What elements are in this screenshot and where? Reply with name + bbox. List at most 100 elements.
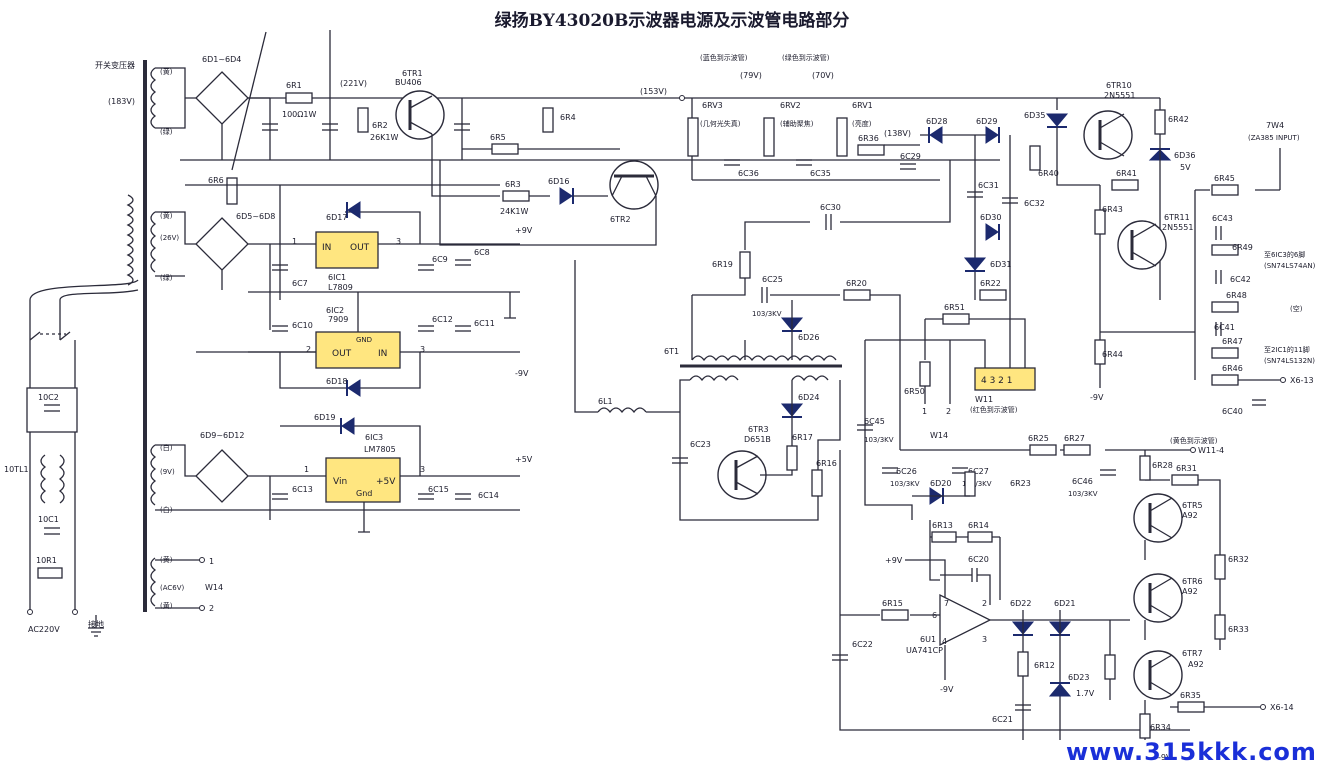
label-minus-9v-a: -9V xyxy=(515,369,529,378)
label-138v: (138V) xyxy=(884,129,911,138)
regulators-9v: IN OUT 1 3 6IC1 L7809 6D17 6C7 6C9 6C8 +… xyxy=(185,184,533,397)
label-6D36: 6D36 xyxy=(1174,151,1195,160)
tap-yellow-1: (黄) xyxy=(160,67,173,76)
label-6R5: 6R5 xyxy=(490,133,506,142)
w14-pin-1: 1 xyxy=(922,407,927,416)
label-6RV2: 6RV2 xyxy=(780,101,801,110)
resistor-6R20 xyxy=(843,289,871,301)
w11-pin-labels: 4 3 2 1 xyxy=(981,376,1013,386)
label-w14-left: W14 xyxy=(205,583,223,592)
resistor-6R41 xyxy=(1111,179,1139,191)
label-103-3kv-d: 103/3KV xyxy=(962,480,992,488)
label-103-3kv-b: 103/3KV xyxy=(864,436,894,444)
label-ac220v: AC220V xyxy=(28,625,60,634)
label-6C32: 6C32 xyxy=(1024,199,1045,208)
label-6R34: 6R34 xyxy=(1150,723,1171,732)
resistor-6R32 xyxy=(1214,554,1226,580)
resistor-6R33 xyxy=(1214,614,1226,640)
switching-transformer: 开关变压器 (183V) (黄) (绿) (黄) (26V) (绿) (白) (… xyxy=(95,60,223,613)
label-6R49: 6R49 xyxy=(1232,243,1253,252)
label-6TR11: 6TR11 xyxy=(1164,213,1190,222)
label-6R51: 6R51 xyxy=(944,303,965,312)
label-x6-13: X6-13 xyxy=(1290,376,1314,385)
label-A92-a: A92 xyxy=(1182,511,1198,520)
diode-6D19 xyxy=(341,417,355,435)
label-brightness: (亮度) xyxy=(852,119,872,128)
label-plus-5v: +5V xyxy=(515,455,533,464)
ic2-pin2: 2 xyxy=(306,345,311,354)
label-sn74ls132n: (SN74LS132N) xyxy=(1264,357,1315,365)
resistor-6R10 xyxy=(1104,654,1116,680)
resistor-6R47 xyxy=(1211,347,1239,359)
diode-6D23 xyxy=(1048,683,1072,697)
ic-6IC1-L7809 xyxy=(315,231,379,269)
label-6C21: 6C21 xyxy=(992,715,1013,724)
label-w11-4: W11-4 xyxy=(1198,446,1224,455)
label-7909: 7909 xyxy=(328,315,348,324)
resistor-6R2 xyxy=(357,107,369,133)
resistor-6R42 xyxy=(1154,109,1166,135)
label-183v: (183V) xyxy=(108,97,135,106)
resistor-6R40 xyxy=(1029,145,1041,171)
label-D651B: D651B xyxy=(744,435,771,444)
transformer-6T1: 6T1 6L1 6C23 6TR3 D651B 6D24 6R17 6R16 xyxy=(574,260,842,521)
label-6C41: 6C41 xyxy=(1214,323,1235,332)
label-6R3: 6R3 xyxy=(505,180,521,189)
label-6D17: 6D17 xyxy=(326,213,347,222)
opamp-6U1 xyxy=(939,593,992,647)
label-6R41: 6R41 xyxy=(1116,169,1137,178)
label-6C42: 6C42 xyxy=(1230,275,1251,284)
tap-green-1: (绿) xyxy=(160,127,173,136)
label-70v: (70V) xyxy=(812,71,834,80)
diode-6D31 xyxy=(963,257,987,271)
resistor-6R46 xyxy=(1211,374,1239,386)
label-10R1: 10R1 xyxy=(36,556,57,565)
label-6D31: 6D31 xyxy=(990,260,1011,269)
label-6C10: 6C10 xyxy=(292,321,313,330)
opamp-pin7: 7 xyxy=(944,599,949,608)
label-6C40: 6C40 xyxy=(1222,407,1243,416)
connector-w11: 4 3 2 1 W11 (红色到示波管) 6R51 6R50 1 2 W14 xyxy=(864,300,1036,440)
label-6R44: 6R44 xyxy=(1102,350,1123,359)
label-6R14: 6R14 xyxy=(968,521,989,530)
diode-6D28 xyxy=(929,126,943,144)
resistor-6R36 xyxy=(857,144,885,156)
ic2-gnd: GND xyxy=(356,336,372,344)
label-6R15: 6R15 xyxy=(882,599,903,608)
label-6C20: 6C20 xyxy=(968,555,989,564)
resistor-6R34 xyxy=(1139,713,1151,739)
label-6C14: 6C14 xyxy=(478,491,499,500)
ic3-vin: Vin xyxy=(333,477,347,487)
label-6D22: 6D22 xyxy=(1010,599,1031,608)
label-6C8: 6C8 xyxy=(474,248,490,257)
label-6D18: 6D18 xyxy=(326,377,347,386)
ac6v-pin-1: 1 xyxy=(209,557,214,566)
label-6D1-6D4: 6D1~6D4 xyxy=(202,55,241,64)
ic1-in: IN xyxy=(322,243,331,253)
label-6R45: 6R45 xyxy=(1214,174,1235,183)
label-geometry: (几何光失真) xyxy=(700,119,741,128)
tube-drive-stack: 6R28 6R31 6TR5 A92 6R32 6TR6 A92 6R33 6T… xyxy=(1133,450,1294,762)
label-6R2: 6R2 xyxy=(372,121,388,130)
label-6D19: 6D19 xyxy=(314,413,335,422)
resistor-6R31 xyxy=(1171,474,1199,486)
diode-6D35 xyxy=(1045,113,1069,127)
label-6R23: 6R23 xyxy=(1010,479,1031,488)
ic2-out: OUT xyxy=(332,349,352,359)
diode-6D18 xyxy=(347,379,361,397)
label-6D16: 6D16 xyxy=(548,177,569,186)
label-103-3kv-c: 103/3KV xyxy=(890,480,920,488)
resistor-6R23 xyxy=(964,471,976,497)
label-100ohm: 100Ω1W xyxy=(282,110,316,119)
label-6TR6: 6TR6 xyxy=(1182,577,1203,586)
label-A92-c: A92 xyxy=(1188,660,1204,669)
label-to-tube-green: (绿色到示波管) xyxy=(782,53,830,62)
label-minus-9v-b: -9V xyxy=(1090,393,1104,402)
label-6C26: 6C26 xyxy=(896,467,917,476)
resistor-6R43 xyxy=(1094,209,1106,235)
pot-6RV2 xyxy=(763,117,775,157)
label-6C11: 6C11 xyxy=(474,319,495,328)
resistor-6R45 xyxy=(1211,184,1239,196)
